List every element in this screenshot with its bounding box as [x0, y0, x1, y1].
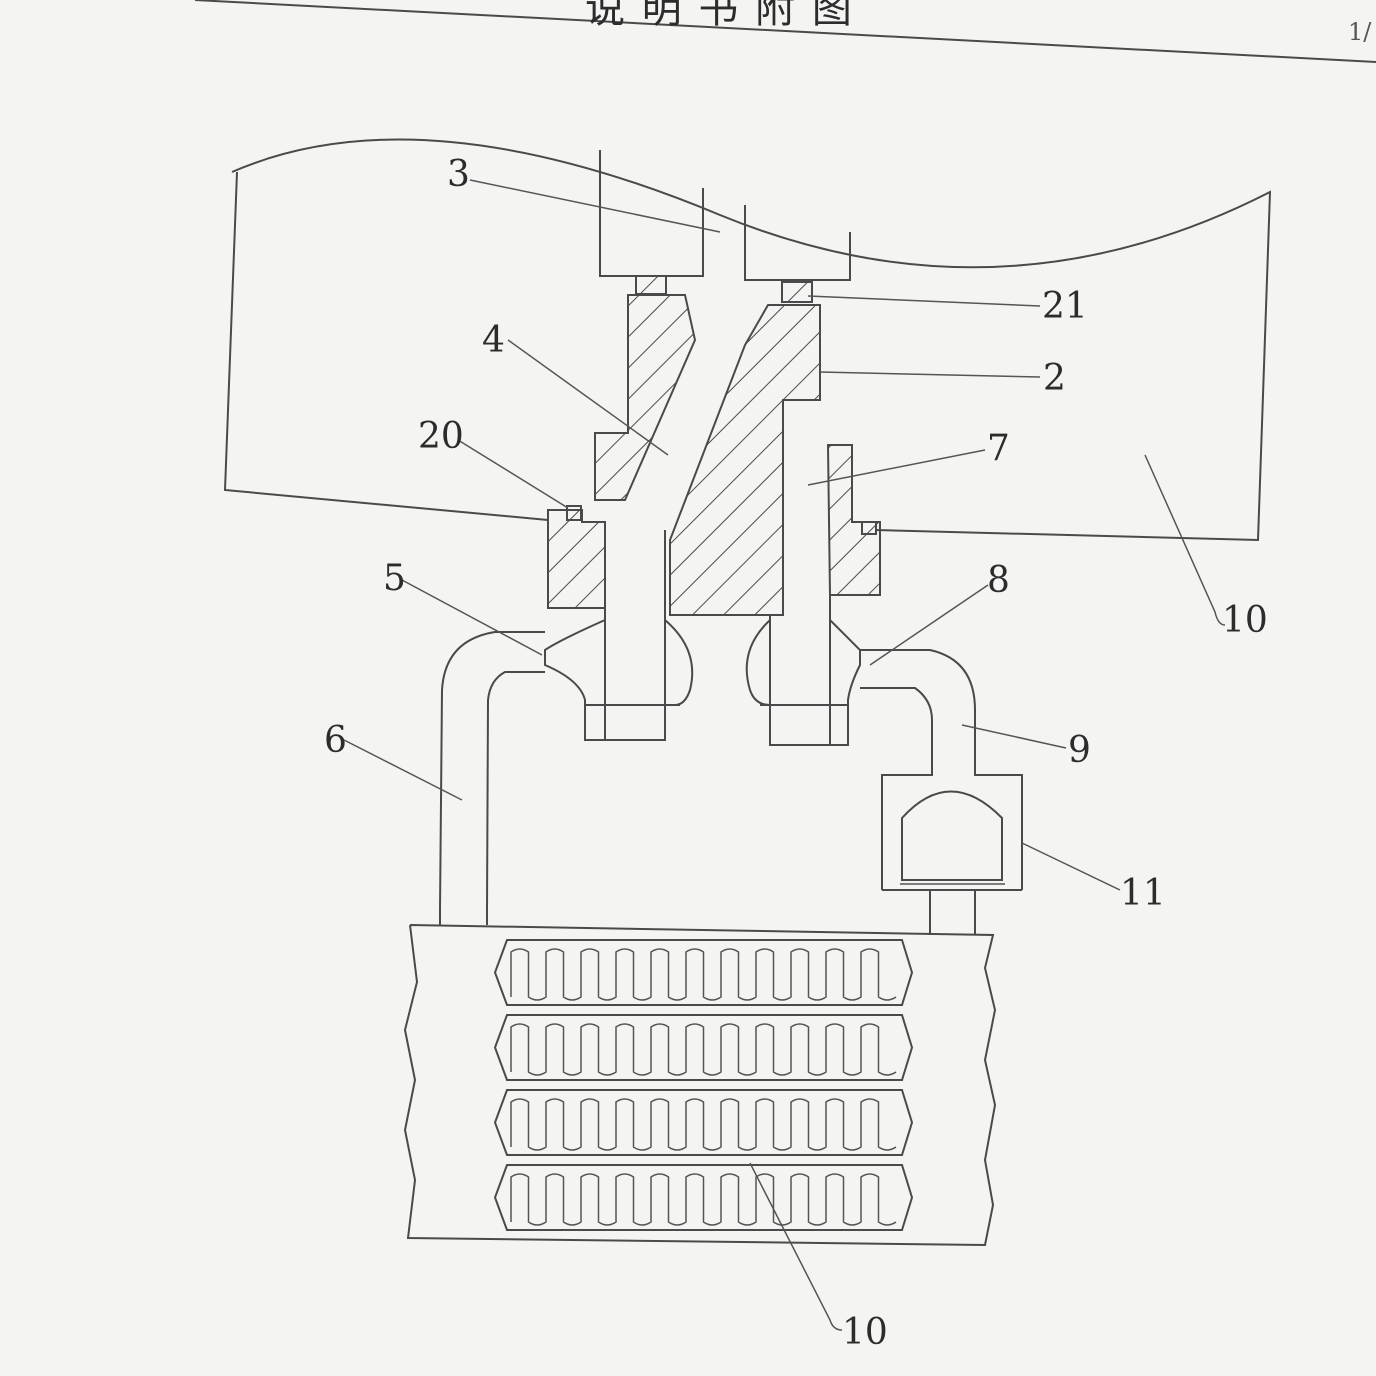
heat-exchanger	[403, 910, 997, 1247]
label-5: 5	[383, 558, 406, 599]
leader-lines	[343, 179, 1226, 1331]
chamber-outlet	[929, 890, 976, 922]
label-8: 8	[987, 560, 1010, 601]
tube-row-4	[493, 1164, 914, 1231]
housing-outline	[223, 138, 1272, 542]
fin-3	[510, 1098, 897, 1151]
label-20: 20	[418, 416, 464, 457]
joint-right-outer	[829, 619, 861, 746]
fin-1	[510, 948, 897, 1001]
label-3: 3	[447, 154, 470, 195]
joint-left	[544, 619, 606, 741]
seal-right	[861, 521, 877, 535]
label-7: 7	[987, 428, 1010, 469]
channel-7	[769, 595, 831, 746]
joint-right	[745, 619, 771, 706]
tube-row-3	[493, 1089, 914, 1156]
label-4: 4	[482, 320, 505, 361]
fin-2	[510, 1023, 897, 1076]
part-11-chamber	[901, 790, 1003, 881]
label-10-bottom: 10	[842, 1312, 888, 1353]
label-10-top: 10	[1222, 600, 1268, 641]
seal-20	[566, 505, 582, 521]
gasket-left	[635, 275, 667, 295]
label-6: 6	[324, 720, 347, 761]
joint-left-inner	[664, 619, 694, 706]
gasket-right-21	[781, 281, 813, 303]
part-2-body	[547, 294, 881, 616]
header-rule	[194, 0, 1376, 63]
tube-row-1	[493, 939, 914, 1006]
channel-4	[604, 530, 666, 741]
label-11: 11	[1120, 873, 1166, 914]
pipe-9	[860, 649, 1023, 890]
label-2: 2	[1043, 358, 1066, 399]
label-9: 9	[1068, 730, 1091, 771]
pipe-6	[439, 631, 545, 911]
page-number: 1/	[1348, 18, 1372, 46]
fin-4	[510, 1173, 897, 1226]
page-title: 说 明 书 附 图	[585, 0, 854, 32]
fin-rows	[493, 939, 914, 1231]
tube-row-2	[493, 1014, 914, 1081]
label-21: 21	[1042, 286, 1088, 327]
